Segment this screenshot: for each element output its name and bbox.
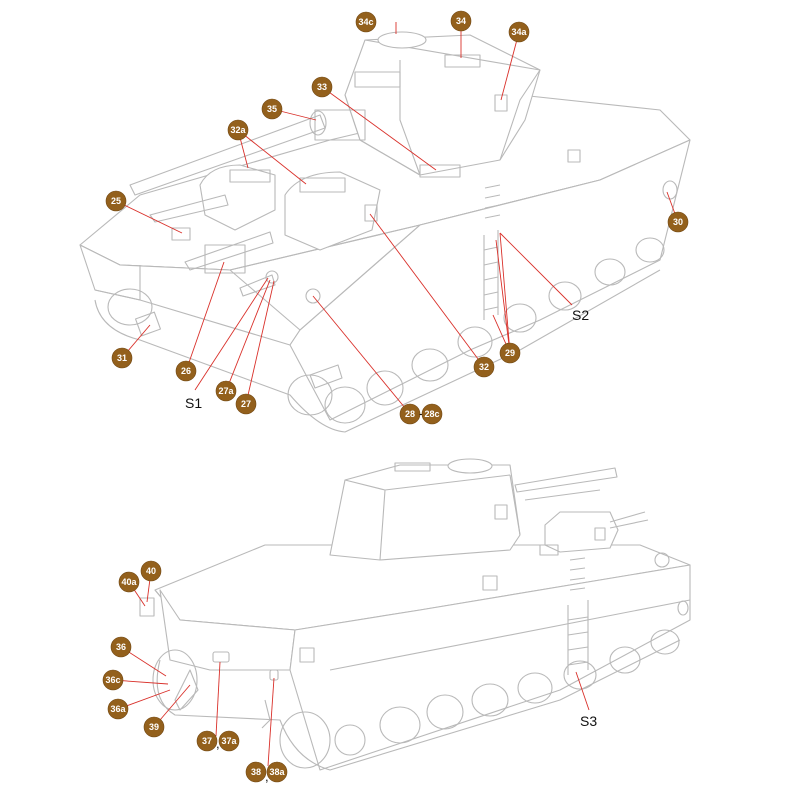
badge-40a: 40a: [118, 571, 140, 593]
badge-37: 37: [196, 730, 218, 752]
section-label-s1: S1: [185, 395, 202, 411]
badge-label: 39: [149, 722, 159, 732]
badge-27: 27: [235, 393, 257, 415]
badge-35: 35: [261, 98, 283, 120]
leader-s2: [499, 232, 573, 306]
leader-26: [185, 261, 225, 372]
leader-29-2: [499, 232, 511, 354]
badge-26: 26: [175, 360, 197, 382]
badge-label: 37: [202, 736, 212, 746]
badge-38: 38: [245, 761, 267, 783]
badge-label: 34a: [511, 27, 527, 37]
badge-label: 30: [673, 217, 683, 227]
badge-label: 33: [317, 82, 327, 92]
badge-37a: 37a: [218, 730, 240, 752]
badge-label: 34c: [358, 17, 373, 27]
section-label-s3: S3: [580, 713, 597, 729]
separator-comma-38: ,: [265, 769, 269, 784]
badge-25: 25: [105, 190, 127, 212]
badge-34a: 34a: [508, 21, 530, 43]
badge-29: 29: [499, 342, 521, 364]
part-badges: 34c 34 34a 33 35 32a 25 30 31 26 27a 27 …: [102, 10, 689, 784]
badge-label: 34: [456, 16, 466, 26]
badge-label: 35: [267, 104, 277, 114]
badge-label: 29: [505, 348, 515, 358]
badge-label: 38a: [269, 767, 285, 777]
separator-dash-28: -: [419, 406, 423, 421]
tank-rear-view: [139, 458, 691, 771]
tank-front-view: [79, 31, 691, 433]
badge-38a: 38a: [266, 761, 288, 783]
badge-label: 25: [111, 196, 121, 206]
badge-label: 32: [479, 362, 489, 372]
badge-label: 28c: [424, 409, 439, 419]
leader-37: [215, 661, 221, 737]
badge-34c: 34c: [355, 11, 377, 33]
badge-label: 32a: [230, 125, 246, 135]
badge-28c: 28c: [421, 403, 443, 425]
leader-29-3: [495, 239, 511, 354]
leader-s1: [194, 277, 269, 391]
badge-36a: 36a: [107, 698, 129, 720]
badge-36: 36: [110, 636, 132, 658]
badge-28: 28: [399, 403, 421, 425]
badge-label: 38: [251, 767, 261, 777]
badge-34: 34: [450, 10, 472, 32]
leader-33: [321, 86, 437, 171]
badge-label: 37a: [221, 736, 237, 746]
badge-36c: 36c: [102, 669, 124, 691]
leader-25: [115, 200, 183, 234]
badge-31: 31: [111, 347, 133, 369]
badge-label: 36c: [105, 675, 120, 685]
badge-27a: 27a: [215, 380, 237, 402]
leader-32a-2: [237, 129, 307, 185]
leader-34a: [500, 31, 520, 101]
badge-label: 36a: [110, 704, 126, 714]
badge-label: 36: [116, 642, 126, 652]
badge-label: 40: [146, 566, 156, 576]
leader-27a: [225, 279, 271, 392]
leader-s3: [575, 671, 590, 711]
section-label-s2: S2: [572, 307, 589, 323]
badge-label: 27: [241, 399, 251, 409]
leader-27: [245, 280, 275, 405]
badge-label: 28: [405, 409, 415, 419]
badge-label: 40a: [121, 577, 137, 587]
badge-label: 26: [181, 366, 191, 376]
leader-32: [369, 213, 485, 368]
badge-32a: 32a: [227, 119, 249, 141]
badge-39: 39: [143, 716, 165, 738]
badge-30: 30: [667, 211, 689, 233]
badge-label: 31: [117, 353, 127, 363]
badge-40: 40: [140, 560, 162, 582]
badge-33: 33: [311, 76, 333, 98]
leader-28: [312, 295, 411, 415]
badge-32: 32: [473, 356, 495, 378]
leader-38: [267, 677, 275, 767]
badge-label: 27a: [218, 386, 234, 396]
separator-comma-37: ,: [216, 736, 220, 751]
